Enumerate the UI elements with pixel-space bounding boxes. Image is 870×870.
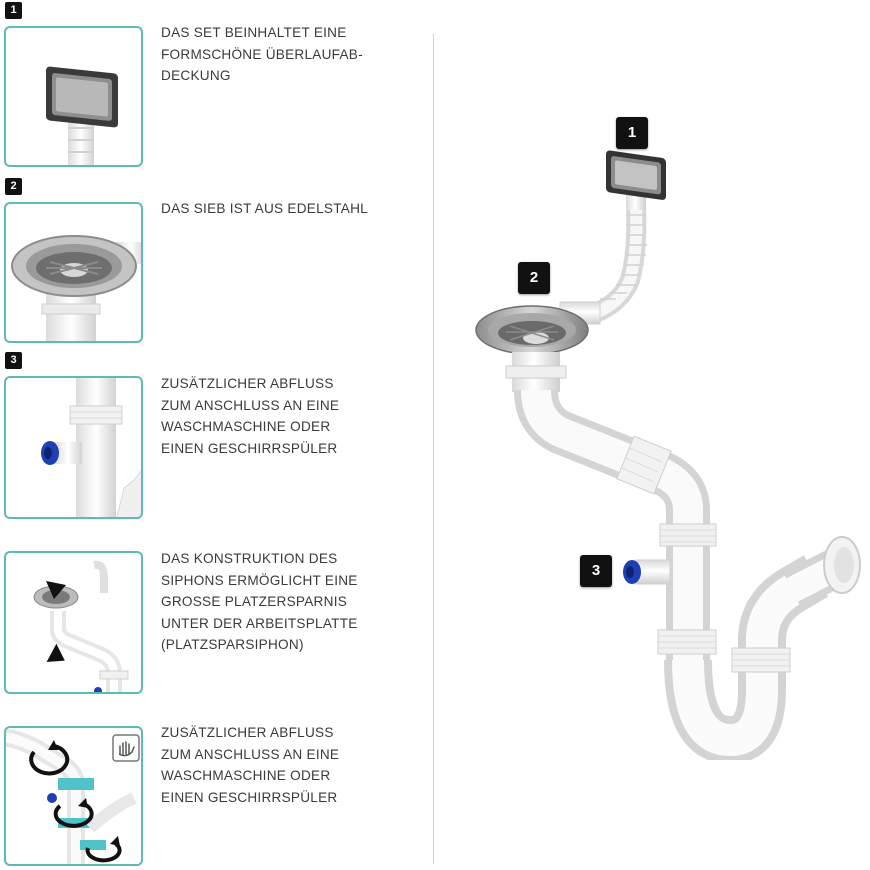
feature-thumb-overflow <box>4 26 143 167</box>
feature-text-space-saving: DAS KONSTRUKTION DES SIPHONS ERMÖGLICHT … <box>161 551 358 652</box>
feature-text-overflow: DAS SET BEINHALTET EINE FORMSCHÖNE ÜBERL… <box>161 25 363 83</box>
diagram-label-3: 3 <box>580 555 612 587</box>
feature-thumb-strainer <box>4 202 143 343</box>
column-divider <box>433 34 434 864</box>
feature-thumb-side-outlet <box>4 376 143 519</box>
diagram-label-2: 2 <box>518 262 550 294</box>
feature-text-assembly: ZUSÄTZLICHER ABFLUSS ZUM ANSCHLUSS AN EI… <box>161 725 340 805</box>
feature-text-strainer: DAS SIEB IST AUS EDELSTAHL <box>161 201 368 216</box>
feature-number-2: 2 <box>5 178 22 195</box>
diagram-label-1: 1 <box>616 117 648 149</box>
feature-text-side-outlet: ZUSÄTZLICHER ABFLUSS ZUM ANSCHLUSS AN EI… <box>161 376 340 456</box>
feature-number-3: 3 <box>5 352 22 369</box>
feature-thumb-assembly <box>4 726 143 866</box>
strainer-icon <box>11 235 141 341</box>
assembly-arrows-icon <box>6 729 137 864</box>
side-outlet-icon <box>41 378 141 517</box>
feature-thumb-space-saving <box>4 551 143 694</box>
feature-number-1: 1 <box>5 2 22 19</box>
overflow-cover <box>606 150 666 200</box>
hand-tool-icon <box>112 734 140 762</box>
overflow-cover-icon <box>46 66 118 165</box>
space-saving-icon <box>33 560 129 692</box>
siphon-diagram <box>475 150 861 760</box>
